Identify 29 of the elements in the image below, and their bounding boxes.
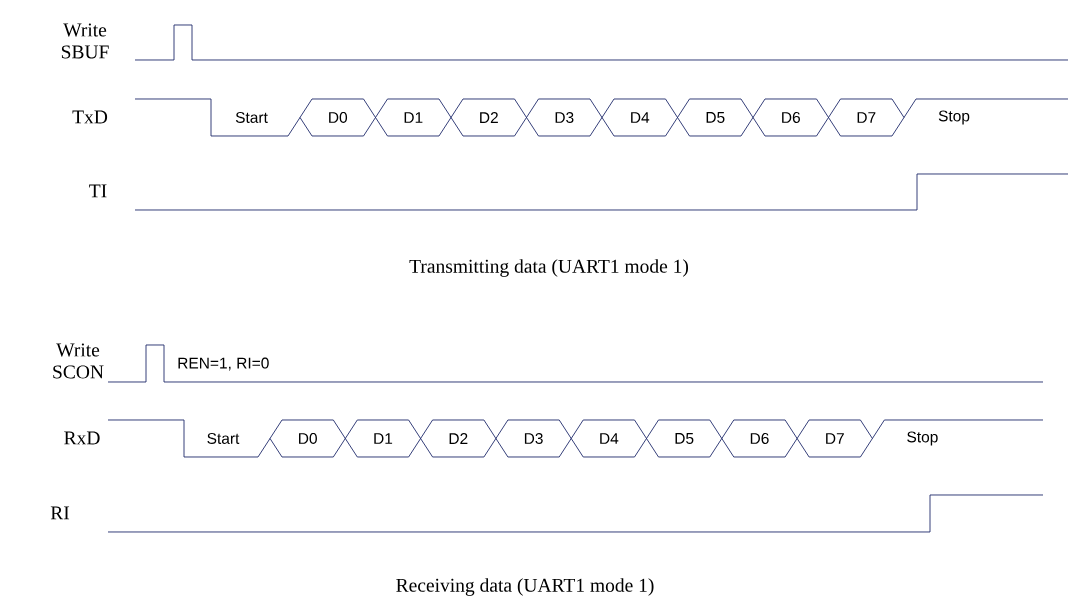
caption: Receiving data (UART1 mode 1) [396, 578, 654, 596]
signal-name: RI [50, 506, 70, 520]
bit-label: D7 [826, 433, 844, 444]
note: REN=1, RI=0 [178, 357, 269, 371]
bit-label: D6 [750, 433, 769, 444]
bit-label: D5 [675, 433, 694, 444]
bit-label: D2 [480, 112, 498, 123]
bit-label: D5 [706, 112, 725, 123]
bit-label: D1 [404, 112, 423, 123]
signal-name: TxD [72, 110, 108, 124]
bit-label: Stop [907, 431, 938, 446]
bit-label: D1 [374, 433, 393, 444]
signal-name: TI [89, 184, 107, 198]
caption: Transmitting data (UART1 mode 1) [409, 259, 689, 277]
bit-label: D4 [600, 433, 619, 444]
bit-label: D3 [555, 112, 574, 123]
signal-name: Write SCON [53, 343, 104, 379]
bit-label: D7 [857, 112, 876, 123]
bit-label: Start [207, 433, 240, 444]
bit-label: D2 [449, 433, 468, 444]
bit-label: D3 [524, 433, 543, 444]
bit-label: Start [235, 112, 268, 123]
bit-label: D0 [329, 112, 348, 123]
bit-label: Stop [938, 110, 970, 125]
bit-label: D6 [782, 112, 800, 123]
signal-name: Write SBUF [61, 23, 109, 59]
signal-name: RxD [64, 431, 100, 445]
bit-label: D0 [299, 433, 317, 444]
bit-label: D4 [631, 112, 650, 123]
